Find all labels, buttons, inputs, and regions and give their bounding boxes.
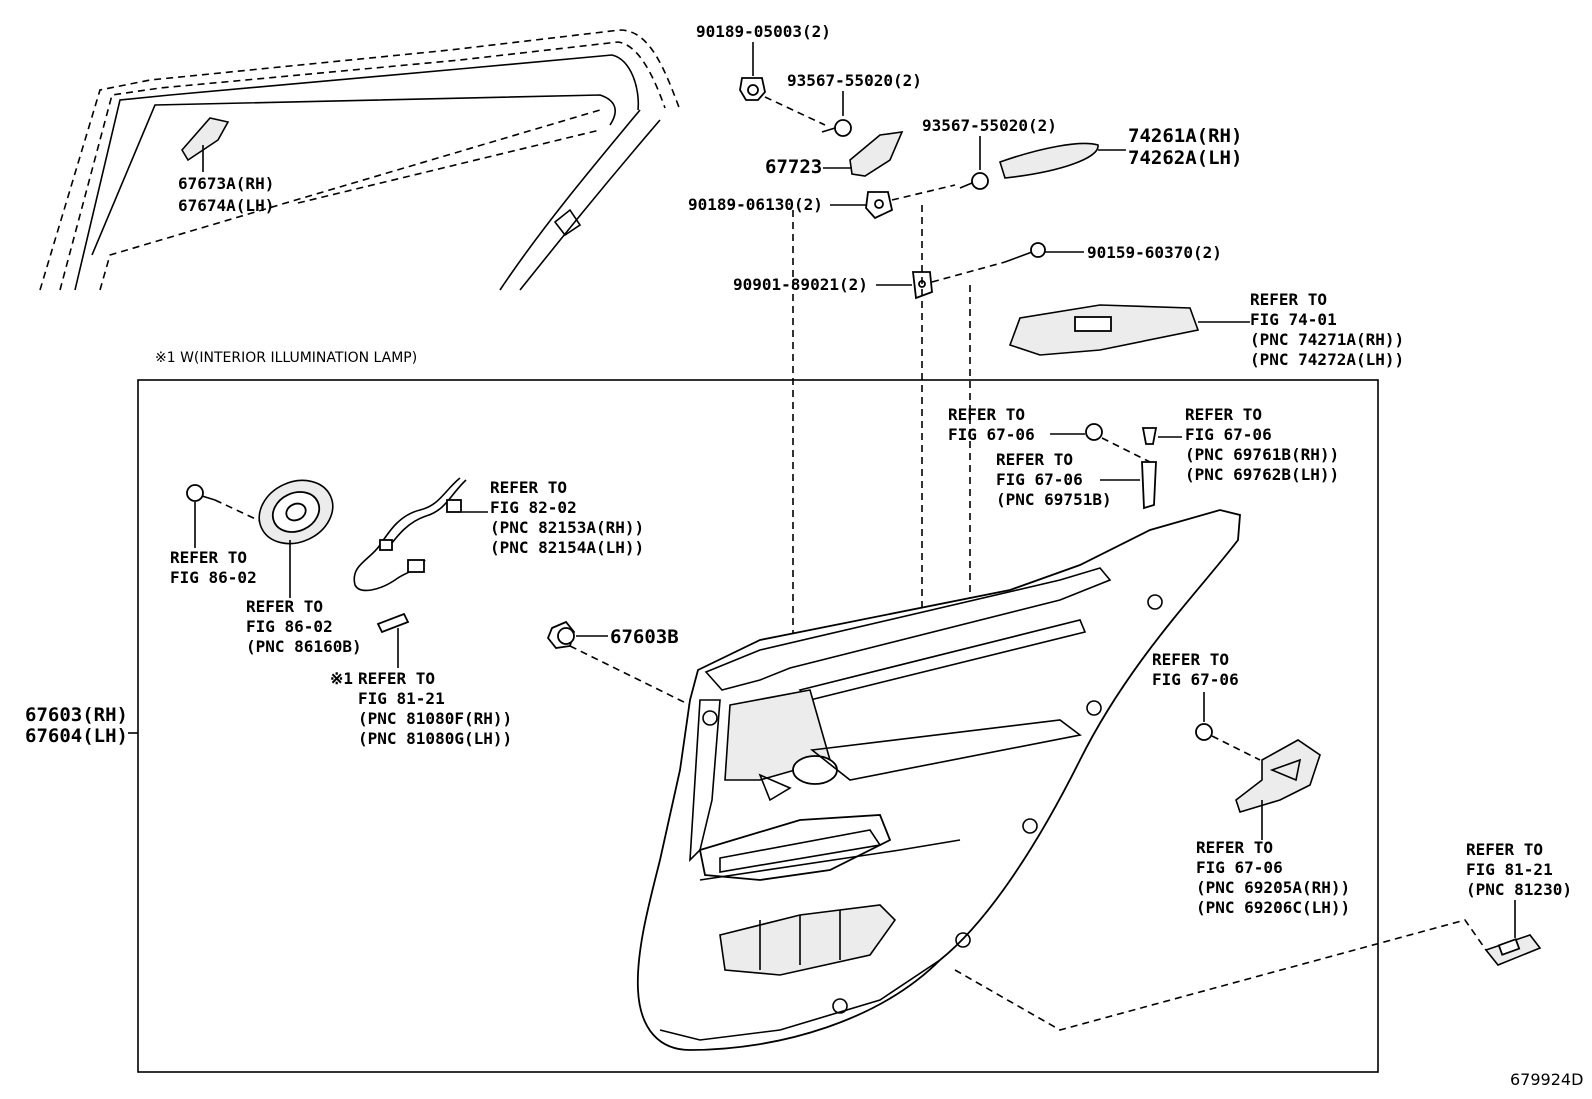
label-refer-86-02-b-2[interactable]: FIG 86-02 (246, 617, 333, 636)
inside-handle-69205a-part[interactable] (1235, 739, 1321, 813)
label-90159-60370[interactable]: 90159-60370(2) (1087, 243, 1222, 262)
clip-67603b-part[interactable] (546, 620, 575, 649)
label-refer-67-06-a-2[interactable]: FIG 67-06 (948, 425, 1035, 444)
label-refer-67-06-e-4[interactable]: (PNC 69206C(LH)) (1196, 898, 1350, 917)
label-refer-81-21-b-1[interactable]: REFER TO (1466, 840, 1543, 859)
label-67673a[interactable]: 67673A(RH) (178, 174, 274, 193)
label-refer-86-02-b-1[interactable]: REFER TO (246, 597, 323, 616)
label-refer-67-06-c-3[interactable]: (PNC 69761B(RH)) (1185, 445, 1339, 464)
label-90901-89021[interactable]: 90901-89021(2) (733, 275, 868, 294)
label-refer-81-21-a-3[interactable]: (PNC 81080F(RH)) (358, 709, 512, 728)
screw-67-06-d-part[interactable] (1195, 723, 1213, 741)
nut-90189-06130-part[interactable] (865, 191, 894, 220)
switch-base-74271a-part[interactable] (1008, 304, 1200, 356)
screw-90159-60370-part[interactable] (1004, 242, 1046, 263)
label-refer-82-02-2[interactable]: FIG 82-02 (490, 498, 577, 517)
door-trim-panel-67603[interactable] (636, 509, 1241, 1051)
label-refer-67-06-e-3[interactable]: (PNC 69205A(RH)) (1196, 878, 1350, 897)
label-refer-67-06-c-1[interactable]: REFER TO (1185, 405, 1262, 424)
label-67674a[interactable]: 67674A(LH) (178, 196, 274, 215)
wire-harness-82153a-part[interactable] (353, 477, 467, 592)
label-refer-86-02-a-2[interactable]: FIG 86-02 (170, 568, 257, 587)
label-refer-82-02-1[interactable]: REFER TO (490, 478, 567, 497)
label-refer-81-21-b-3[interactable]: (PNC 81230) (1466, 880, 1572, 899)
label-67603b[interactable]: 67603B (610, 626, 679, 648)
label-refer-81-21-a-0[interactable]: ※1 (330, 669, 353, 688)
bracket-67723-part[interactable] (849, 131, 904, 177)
clip-90901-89021-part[interactable] (911, 271, 933, 300)
door-frame-drawing (39, 29, 681, 291)
label-refer-74-01-2[interactable]: FIG 74-01 (1250, 310, 1337, 329)
label-refer-74-01-4[interactable]: (PNC 74272A(LH)) (1250, 350, 1404, 369)
label-93567-b[interactable]: 93567-55020(2) (922, 116, 1057, 135)
label-93567-a[interactable]: 93567-55020(2) (787, 71, 922, 90)
label-74262a[interactable]: 74262A(LH) (1128, 147, 1242, 169)
label-refer-67-06-b-2[interactable]: FIG 67-06 (996, 470, 1083, 489)
label-90189-06130[interactable]: 90189-06130(2) (688, 195, 823, 214)
assembly-boundary-box (137, 379, 1379, 1073)
screw-67-06-a-part[interactable] (1085, 423, 1103, 441)
note-interior-lamp: ※1 W(INTERIOR ILLUMINATION LAMP) (155, 350, 417, 366)
label-refer-67-06-a-1[interactable]: REFER TO (948, 405, 1025, 424)
label-refer-67-06-b-3[interactable]: (PNC 69751B) (996, 490, 1112, 509)
clip-69761b-part[interactable] (1141, 427, 1158, 445)
label-refer-67-06-d-1[interactable]: REFER TO (1152, 650, 1229, 669)
lamp-81080f-part[interactable] (376, 612, 410, 634)
label-67604-lh[interactable]: 67604(LH) (25, 725, 128, 747)
label-refer-82-02-4[interactable]: (PNC 82154A(LH)) (490, 538, 644, 557)
screw-93567-b-part[interactable] (959, 172, 989, 190)
label-refer-74-01-3[interactable]: (PNC 74271A(RH)) (1250, 330, 1404, 349)
label-refer-81-21-b-2[interactable]: FIG 81-21 (1466, 860, 1553, 879)
label-90189-05003[interactable]: 90189-05003(2) (696, 22, 831, 41)
clip-90189-05003-part[interactable] (739, 77, 766, 101)
label-refer-67-06-b-1[interactable]: REFER TO (996, 450, 1073, 469)
speaker-screw-part[interactable] (186, 484, 216, 502)
label-refer-86-02-a-1[interactable]: REFER TO (170, 548, 247, 567)
speaker-86160b-part[interactable] (249, 469, 343, 555)
label-refer-81-21-a-4[interactable]: (PNC 81080G(LH)) (358, 729, 512, 748)
label-refer-81-21-a-1[interactable]: REFER TO (358, 669, 435, 688)
label-refer-81-21-a-2[interactable]: FIG 81-21 (358, 689, 445, 708)
ornament-74261a-part[interactable] (999, 142, 1099, 179)
label-refer-67-06-c-2[interactable]: FIG 67-06 (1185, 425, 1272, 444)
label-67603-rh[interactable]: 67603(RH) (25, 704, 128, 726)
label-refer-82-02-3[interactable]: (PNC 82153A(RH)) (490, 518, 644, 537)
figure-code: 679924D (1510, 1070, 1583, 1089)
bracket-69751b-part[interactable] (1141, 461, 1157, 510)
label-74261a[interactable]: 74261A(RH) (1128, 125, 1242, 147)
label-refer-67-06-d-2[interactable]: FIG 67-06 (1152, 670, 1239, 689)
garnish-67673a-part[interactable] (181, 117, 230, 162)
lamp-81230-part[interactable] (1484, 934, 1542, 966)
label-refer-67-06-c-4[interactable]: (PNC 69762B(LH)) (1185, 465, 1339, 484)
label-refer-74-01-1[interactable]: REFER TO (1250, 290, 1327, 309)
label-refer-67-06-e-1[interactable]: REFER TO (1196, 838, 1273, 857)
label-refer-86-02-b-3[interactable]: (PNC 86160B) (246, 637, 362, 656)
label-67723[interactable]: 67723 (765, 156, 822, 178)
label-refer-67-06-e-2[interactable]: FIG 67-06 (1196, 858, 1283, 877)
screw-93567-a-part[interactable] (821, 119, 852, 137)
